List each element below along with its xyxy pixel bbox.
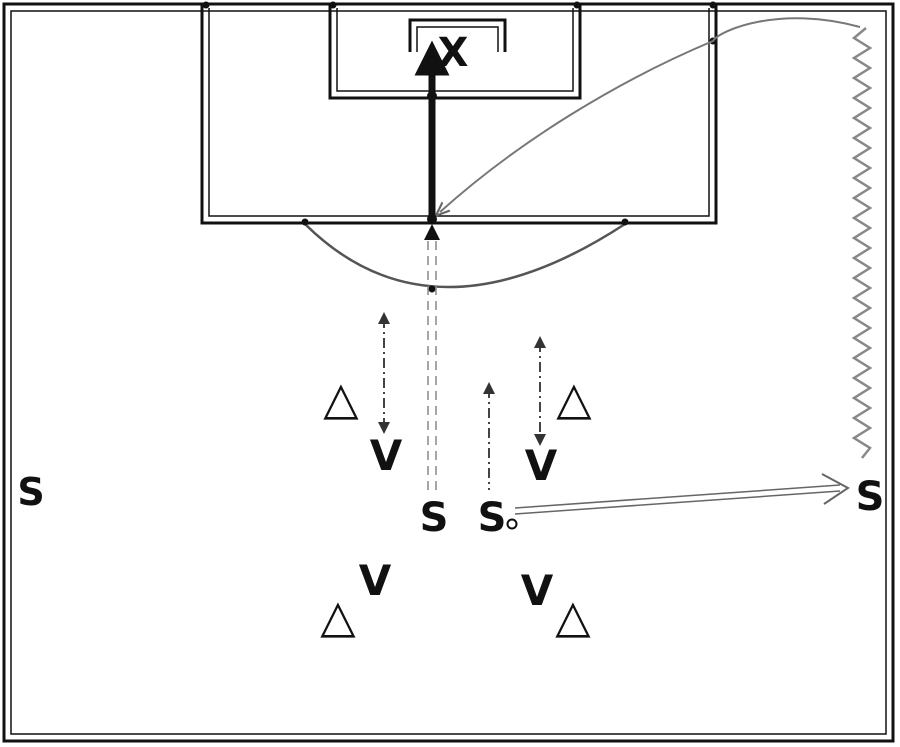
goal-target-group: X xyxy=(438,30,469,76)
striker-center-right: S xyxy=(478,495,507,541)
ball xyxy=(506,518,518,530)
striker-right-wing: S xyxy=(856,474,885,520)
striker-run xyxy=(424,224,440,490)
cone-icon: △ xyxy=(323,371,359,425)
goal-frame xyxy=(408,18,507,52)
shot-path xyxy=(414,40,450,224)
striker-center-left: S xyxy=(420,495,449,541)
defender-movement xyxy=(378,312,546,490)
dribble-path xyxy=(851,27,873,459)
wing-pass xyxy=(514,473,850,515)
cone-icon: △ xyxy=(320,589,356,643)
striker-left-wing: S xyxy=(17,470,44,514)
penalty-area xyxy=(200,4,718,225)
cross-pass xyxy=(440,17,861,212)
cone-icon: △ xyxy=(556,371,592,425)
defender: V xyxy=(359,556,392,605)
strikers: S S S S xyxy=(17,470,884,541)
line-junctions xyxy=(202,1,717,293)
defenders: V V V V xyxy=(359,431,558,615)
defender: V xyxy=(525,441,558,490)
cone-icon: △ xyxy=(555,589,591,643)
defender: V xyxy=(521,566,554,615)
goal-target-label: X xyxy=(438,30,469,76)
penalty-arc xyxy=(304,222,626,289)
cones: △ △ △ △ xyxy=(320,371,592,643)
goal-area xyxy=(328,4,582,100)
defender: V xyxy=(370,431,403,480)
